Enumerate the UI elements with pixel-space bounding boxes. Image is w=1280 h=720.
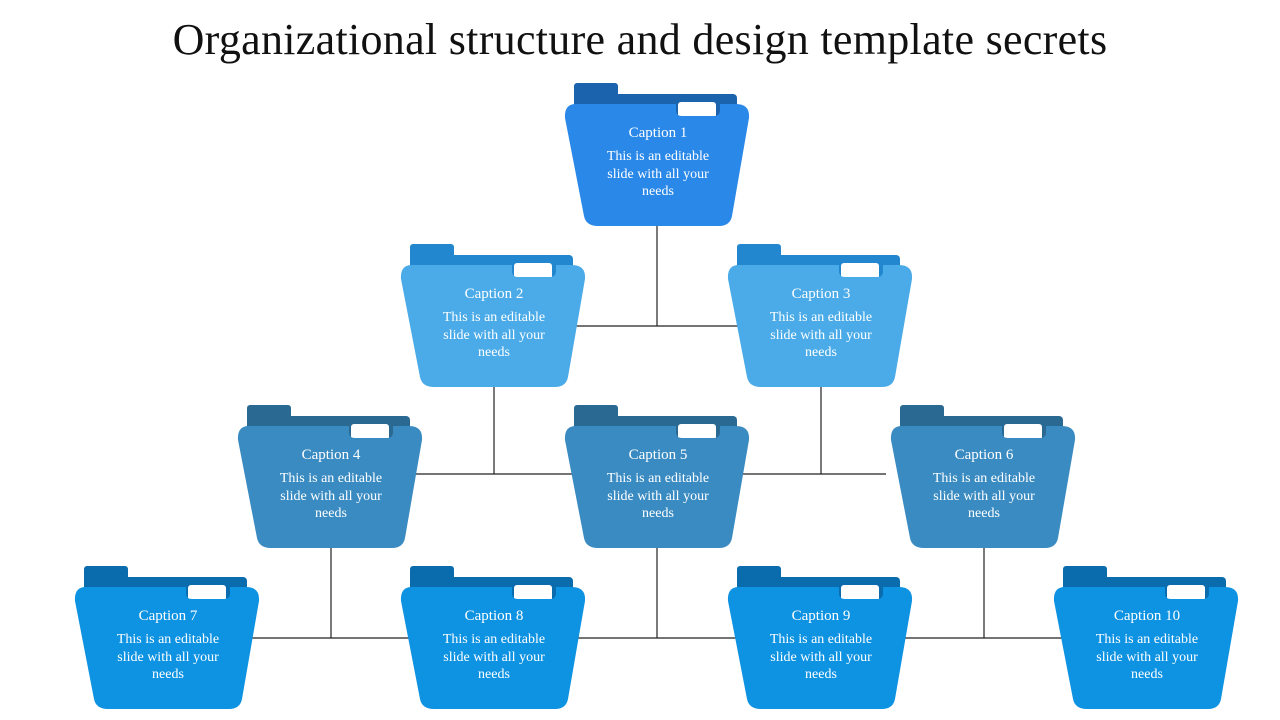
node-caption: Caption 5 [628,447,688,463]
folder-icon [74,566,260,709]
folder-icon [237,405,423,548]
node-description: This is an editable slide with all your … [442,310,546,360]
folder-node-4[interactable]: Caption 4 This is an editable slide with… [237,402,425,550]
slide-title: Organizational structure and design temp… [172,15,1108,64]
folder-node-6[interactable]: Caption 6 This is an editable slide with… [890,402,1078,550]
folder-icon [400,566,586,709]
folder-front [564,104,750,226]
folder-front [890,426,1076,548]
node-caption: Caption 7 [138,608,198,624]
node-description: This is an editable slide with all your … [279,471,383,521]
node-caption: Caption 6 [954,447,1014,463]
folder-node-3[interactable]: Caption 3 This is an editable slide with… [727,241,915,389]
node-description: This is an editable slide with all your … [606,471,710,521]
node-caption: Caption 2 [464,286,524,302]
folder-node-10[interactable]: Caption 10 This is an editable slide wit… [1053,563,1241,711]
node-caption: Caption 3 [791,286,851,302]
folder-front [400,265,586,387]
folder-front [1053,587,1239,709]
node-caption: Caption 9 [791,608,851,624]
folder-icon [400,244,586,387]
folder-front [564,426,750,548]
node-caption: Caption 1 [628,125,688,141]
node-description: This is an editable slide with all your … [1095,632,1199,682]
node-caption: Caption 8 [464,608,524,624]
folder-node-9[interactable]: Caption 9 This is an editable slide with… [727,563,915,711]
folder-front [400,587,586,709]
folder-front [727,265,913,387]
folder-node-2[interactable]: Caption 2 This is an editable slide with… [400,241,588,389]
folder-icon [1053,566,1239,709]
folder-node-5[interactable]: Caption 5 This is an editable slide with… [564,402,752,550]
node-description: This is an editable slide with all your … [932,471,1036,521]
folder-icon [727,566,913,709]
folder-icon [564,405,750,548]
node-caption: Caption 4 [301,447,361,463]
node-description: This is an editable slide with all your … [769,632,873,682]
node-caption: Caption 10 [1113,608,1181,624]
folder-icon [890,405,1076,548]
folder-front [237,426,423,548]
folder-icon [564,83,750,226]
folder-icon [727,244,913,387]
node-description: This is an editable slide with all your … [442,632,546,682]
node-description: This is an editable slide with all your … [606,149,710,199]
folder-node-7[interactable]: Caption 7 This is an editable slide with… [74,563,262,711]
node-description: This is an editable slide with all your … [116,632,220,682]
folder-node-8[interactable]: Caption 8 This is an editable slide with… [400,563,588,711]
node-description: This is an editable slide with all your … [769,310,873,360]
folder-node-1[interactable]: Caption 1 This is an editable slide with… [564,80,752,228]
folder-front [727,587,913,709]
folder-front [74,587,260,709]
